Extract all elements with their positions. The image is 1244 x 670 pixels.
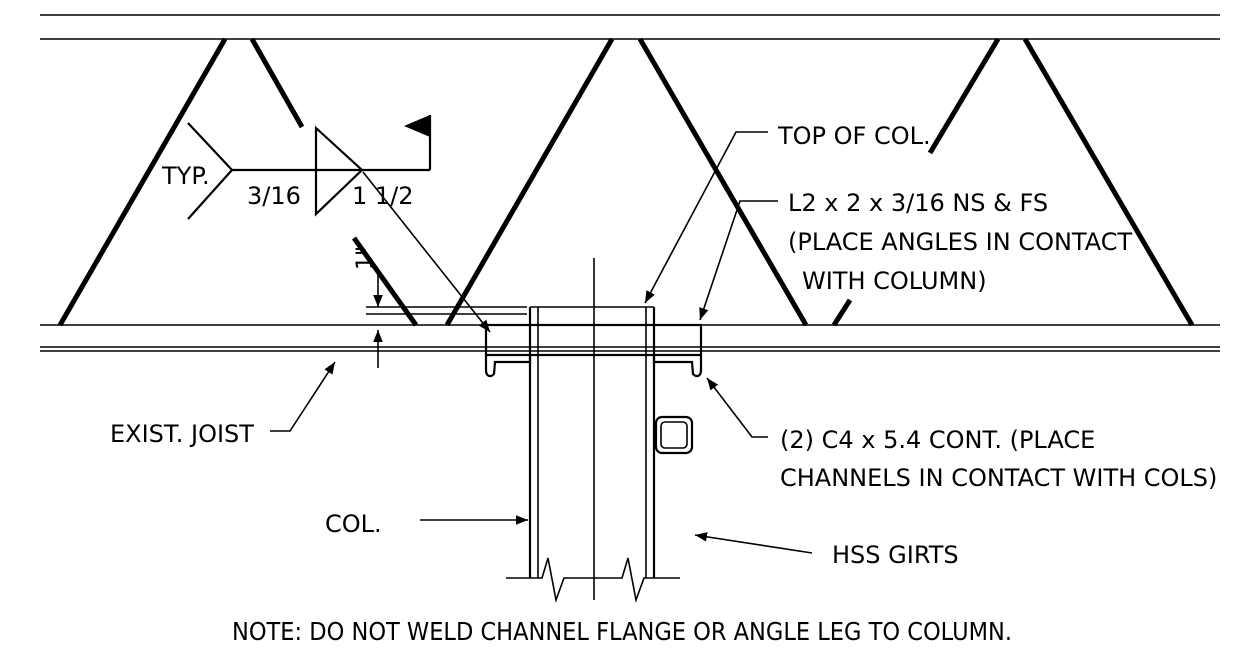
cap-angles <box>366 306 703 357</box>
weld-size-label: 3/16 <box>247 182 301 210</box>
top-of-col-leader <box>644 131 768 304</box>
channels-leader <box>706 377 768 438</box>
field-weld-flag-icon <box>404 115 430 137</box>
exist-joist-leader <box>270 361 336 432</box>
angles-label-line3: WITH COLUMN) <box>802 267 987 295</box>
weld-leader <box>362 171 491 333</box>
channels-label-line1: (2) C4 x 5.4 CONT. (PLACE <box>780 426 1095 454</box>
channels-label-line2: CHANNELS IN CONTACT WITH COLS) <box>780 464 1217 492</box>
channel-left <box>484 355 532 378</box>
top-chord <box>40 14 1220 40</box>
typ-label: TYP. <box>161 162 210 190</box>
weld-symbol <box>187 115 491 333</box>
angles-leader <box>699 200 778 321</box>
general-note: NOTE: DO NOT WELD CHANNEL FLANGE OR ANGL… <box>232 617 1012 646</box>
joist-web-members <box>57 37 1195 327</box>
bottom-chord <box>40 324 1220 352</box>
top-of-col-label: TOP OF COL. <box>777 122 931 150</box>
col-label: COL. <box>325 510 382 538</box>
channel-right <box>652 355 703 378</box>
hss-girts-leader <box>694 532 813 554</box>
dimension-one-inch-label: 1" <box>353 246 378 270</box>
angles-label-line1: L2 x 2 x 3/16 NS & FS <box>788 189 1048 217</box>
column <box>506 258 680 604</box>
angles-label-line2: (PLACE ANGLES IN CONTACT <box>788 228 1132 256</box>
hss-girt <box>654 415 694 455</box>
weld-length-label: 1 1/2 <box>352 182 414 210</box>
exist-joist-label: EXIST. JOIST <box>110 420 254 448</box>
hss-girts-label: HSS GIRTS <box>832 541 959 569</box>
